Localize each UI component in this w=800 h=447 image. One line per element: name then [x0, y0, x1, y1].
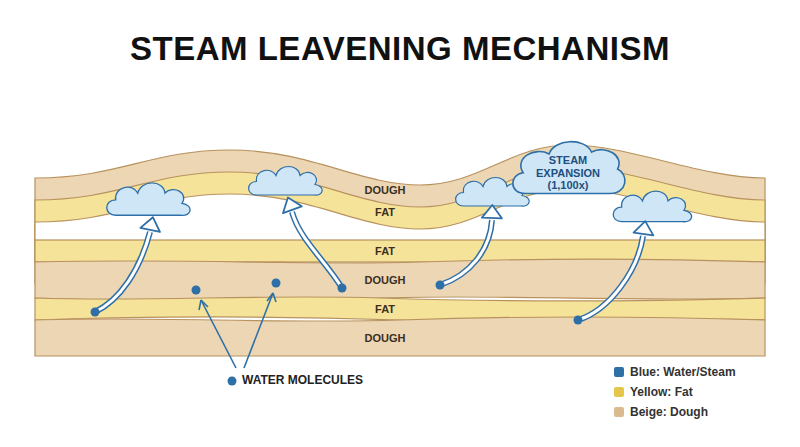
layer-band: DOUGH [361, 183, 410, 198]
dough-band [35, 259, 765, 301]
layer-label: FAT [375, 245, 395, 258]
leader-line [201, 293, 273, 368]
layer-band: DOUGH [361, 331, 410, 346]
dough-band [35, 317, 765, 356]
arrow-head [634, 220, 656, 236]
steam-arrow [95, 212, 643, 320]
legend-text: Beige: Dough [630, 405, 708, 419]
legend-text: Yellow: Fat [630, 385, 693, 399]
arrow-head [482, 205, 502, 219]
diagram-title: STEAM LEAVENING MECHANISM [0, 30, 800, 68]
steam-cloud [613, 191, 691, 222]
cloud-label: STEAM EXPANSION (1,100x) [520, 148, 616, 192]
leader-head [199, 300, 208, 310]
legend-swatch [614, 367, 624, 377]
layer-label: DOUGH [365, 184, 406, 197]
layer-band: FAT [371, 302, 399, 317]
layer-label: FAT [375, 303, 395, 316]
layer-label: FAT [375, 206, 395, 219]
layer-band: DOUGH [361, 273, 410, 288]
steam-cloud [249, 167, 323, 196]
arrow-head [279, 194, 302, 213]
legend-swatch [614, 407, 624, 417]
legend-row: Yellow: Fat [614, 385, 693, 399]
legend-swatch [614, 387, 624, 397]
steam-cloud: STEAM EXPANSION (1,100x) [509, 137, 627, 203]
legend-row: Blue: Water/Steam [614, 365, 736, 379]
layer-label: DOUGH [365, 332, 406, 345]
steam-cloud [107, 183, 190, 215]
arrow-head [140, 215, 162, 232]
layer-band: FAT [371, 244, 399, 259]
legend-text: Blue: Water/Steam [630, 365, 736, 379]
layer-label: DOUGH [365, 274, 406, 287]
water-molecule [91, 279, 583, 386]
layer-band: FAT [371, 205, 399, 220]
leader-head [267, 293, 276, 302]
legend-row: Beige: Dough [614, 405, 708, 419]
callout-label: WATER MOLECULES [242, 373, 363, 387]
